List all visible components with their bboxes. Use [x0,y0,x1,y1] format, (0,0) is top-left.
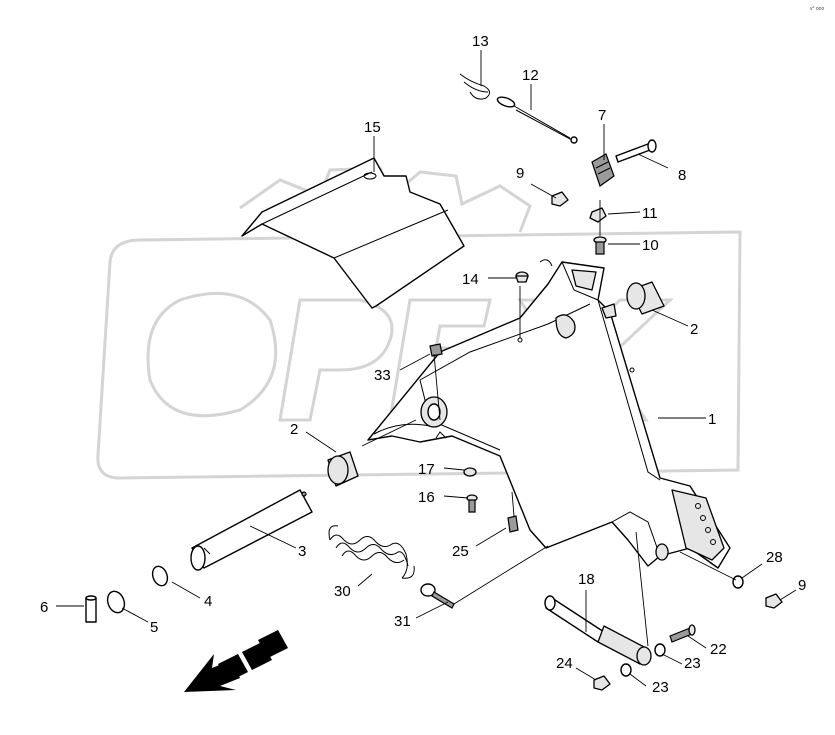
callout-3: 3 [298,543,306,560]
callout-16: 16 [418,489,435,506]
bolt-16 [466,494,478,513]
callout-17: 17 [418,461,435,478]
washer-17 [463,467,477,477]
lanyard-cable [496,96,578,144]
callout-2-left: 2 [290,421,298,438]
tension-spring [328,525,415,579]
washers-23 [620,643,666,677]
callout-23-upper: 23 [684,655,701,672]
corner-mark: v° ooo [810,6,824,12]
bolt-22 [669,624,696,643]
nut-9-top [551,191,569,207]
callout-33: 33 [374,367,391,384]
callout-30: 30 [334,583,351,600]
bushing-left [327,451,359,487]
bushing-right [626,281,665,315]
bolt-10 [593,236,607,255]
callout-13: 13 [472,33,489,50]
callout-31: 31 [394,613,411,630]
callout-23-lower: 23 [652,679,669,696]
callout-6: 6 [40,599,48,616]
callout-18: 18 [578,571,595,588]
callout-12: 12 [522,67,539,84]
callout-9-top: 9 [516,165,524,182]
frame-arm [367,259,731,569]
leader-lines [56,50,797,687]
callout-9-right: 9 [798,577,806,594]
front-direction-arrow-icon [184,630,288,692]
eye-bolt [420,583,455,609]
nut-24 [593,675,611,691]
callout-15: 15 [364,119,381,136]
cylinder-rod [544,595,652,666]
washer-28 [732,575,744,589]
nut-9-right [765,593,783,609]
callout-4: 4 [204,593,212,610]
plug-14 [515,271,529,283]
callout-14: 14 [462,271,479,288]
callout-2-right: 2 [690,321,698,338]
callout-1: 1 [708,411,716,428]
callout-7: 7 [598,107,606,124]
hairpin-clip [459,73,490,100]
nut-11 [589,207,607,223]
washer-ring [106,565,169,614]
rubber-stop [591,153,615,187]
grease-fitting-25 [507,515,519,533]
callout-10: 10 [642,237,659,254]
callout-8: 8 [678,167,686,184]
callout-25: 25 [452,543,469,560]
pivot-pin [190,489,313,571]
callout-24: 24 [556,655,573,672]
small-pin [85,595,97,623]
cover-plate [241,157,465,309]
grease-fitting-33 [429,343,443,357]
callout-5: 5 [150,619,158,636]
callout-11: 11 [642,205,658,222]
callout-28: 28 [766,549,783,566]
callout-22: 22 [710,641,727,658]
callout-labels: 13 12 7 15 9 8 11 10 14 2 33 1 2 17 16 2… [40,33,806,696]
bolt-8 [615,139,657,163]
